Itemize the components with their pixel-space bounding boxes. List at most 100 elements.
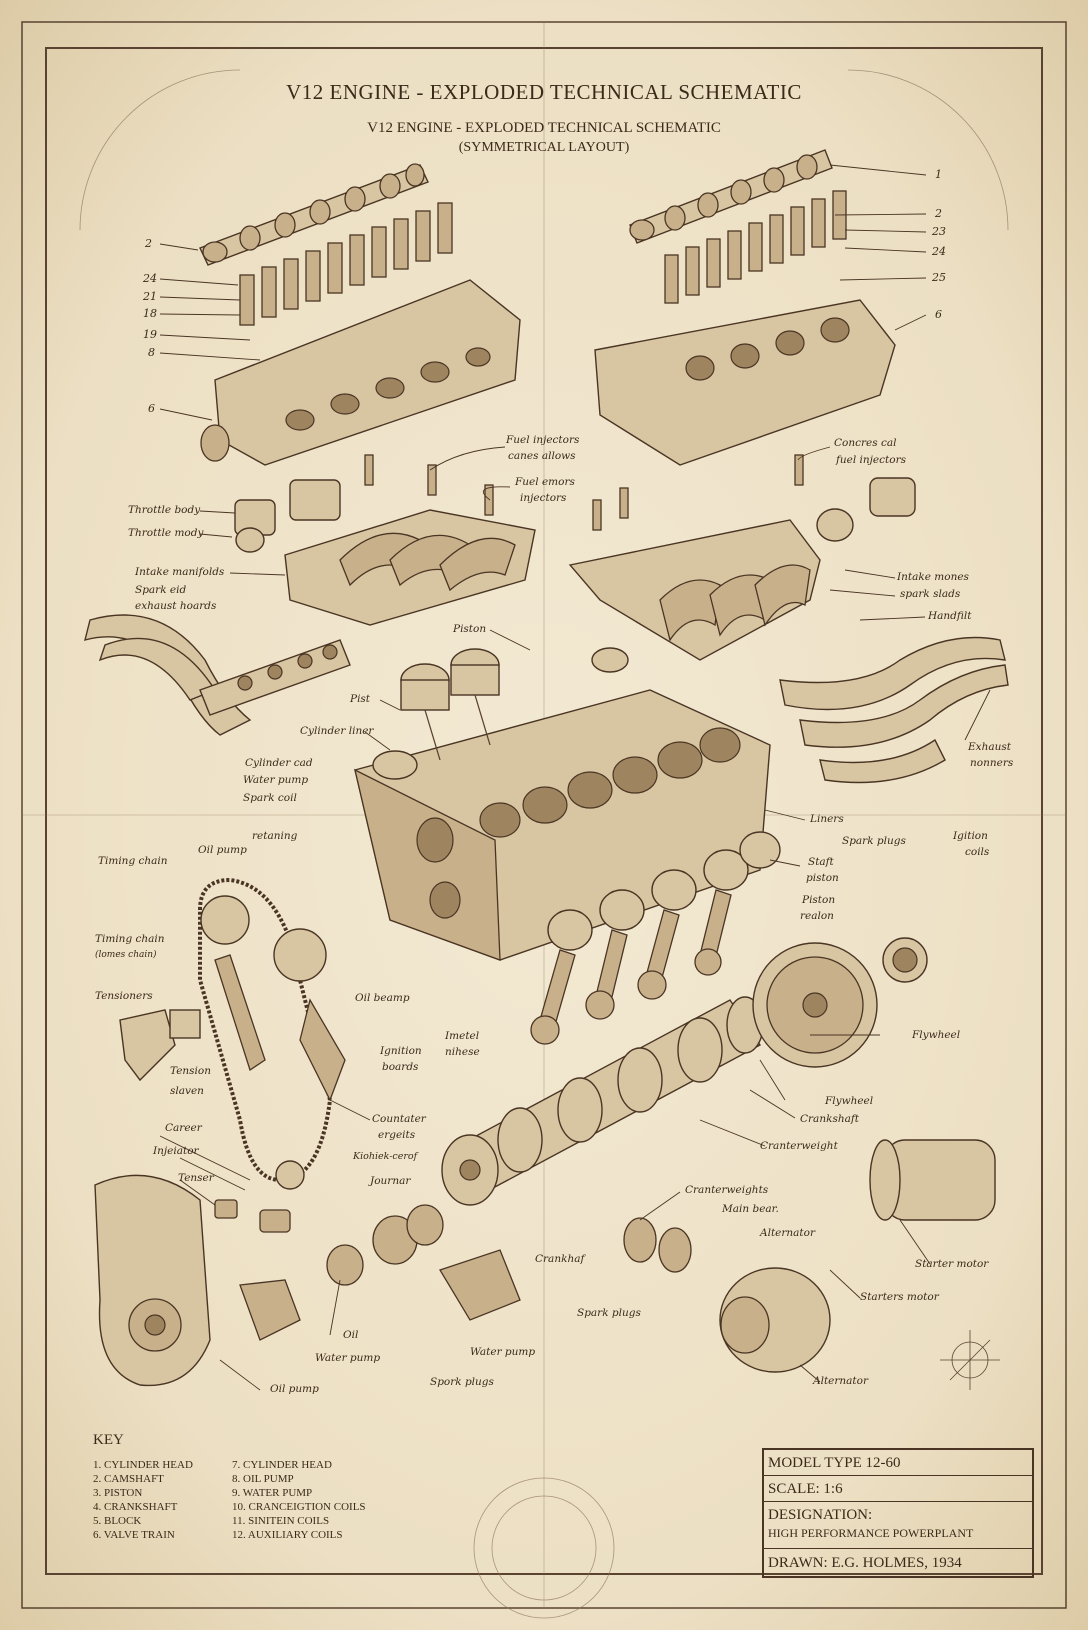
label-spark-plugs-bottom: Spark plugs bbox=[577, 1307, 641, 1319]
label-timing-chain: Timing chain bbox=[98, 855, 168, 867]
label-lomes-chain: (lomes chain) bbox=[95, 950, 157, 960]
label-water-pump: Water pump bbox=[243, 774, 309, 786]
label-crankhaf: Crankhaf bbox=[535, 1253, 585, 1265]
label-water-pump-bottom: Water pump bbox=[315, 1352, 381, 1364]
callout-number: 8 bbox=[148, 346, 155, 359]
callout-number: 6 bbox=[935, 308, 942, 321]
label-fuel-injectors: Fuel injectors bbox=[506, 434, 580, 446]
label-imetel: Imetel bbox=[445, 1030, 480, 1042]
title-block bbox=[762, 1448, 1034, 1578]
key-item: 1. CYLINDER HEAD bbox=[93, 1459, 193, 1471]
label-igition: Igition bbox=[953, 830, 988, 842]
label-cylinder-liner: Cylinder liner bbox=[300, 725, 374, 737]
label-pist: Pist bbox=[350, 693, 371, 705]
label-starters-motor: Starters motor bbox=[860, 1291, 939, 1303]
label-liners: Liners bbox=[810, 813, 844, 825]
key-title: KEY bbox=[93, 1432, 124, 1448]
label-main-bear: Main bear. bbox=[722, 1203, 779, 1215]
label-throttle-mody: Throttle mody bbox=[128, 527, 204, 539]
designation-value: HIGH PERFORMANCE POWERPLANT bbox=[768, 1526, 974, 1540]
label-retaning: retaning bbox=[252, 830, 298, 842]
key-item: 8. OIL PUMP bbox=[232, 1473, 294, 1485]
key-item: 5. BLOCK bbox=[93, 1515, 142, 1527]
label-boards: boards bbox=[382, 1061, 419, 1073]
label-flywheel: Flywheel bbox=[912, 1029, 961, 1041]
key-item: 7. CYLINDER HEAD bbox=[232, 1459, 332, 1471]
label-spork-plugs: Spork plugs bbox=[430, 1376, 494, 1388]
label-starter-motor: Starter motor bbox=[915, 1258, 989, 1270]
label-handfilt: Handfilt bbox=[928, 610, 972, 622]
callout-number: 24 bbox=[932, 245, 946, 258]
label-piston-realon: Piston bbox=[802, 894, 836, 906]
label-coils: coils bbox=[965, 846, 990, 858]
label-staft-piston: piston bbox=[806, 872, 839, 884]
label-slaven: slaven bbox=[170, 1085, 204, 1097]
callout-number: 21 bbox=[143, 290, 157, 303]
label-intake-mones: Intake mones bbox=[897, 571, 969, 583]
key-item: 4. CRANKSHAFT bbox=[93, 1501, 178, 1513]
key-item: 2. CAMSHAFT bbox=[93, 1473, 164, 1485]
callout-number: 1 bbox=[935, 168, 942, 181]
label-cranterweights: Cranterweights bbox=[685, 1184, 769, 1196]
key-item: 10. CRANCEIGTION COILS bbox=[232, 1501, 366, 1513]
label-staft: Staft bbox=[808, 856, 834, 868]
label-exhaust: Exhaust bbox=[968, 741, 1011, 753]
designation-block: DESIGNATION: HIGH PERFORMANCE POWERPLANT bbox=[762, 1502, 1034, 1548]
label-oil-beamp: Oil beamp bbox=[355, 992, 410, 1004]
callout-number: 19 bbox=[143, 328, 157, 341]
callout-number: 23 bbox=[932, 225, 946, 238]
label-oil-pump-bottom: Oil pump bbox=[270, 1383, 319, 1395]
label-crankshaft: Crankshaft bbox=[800, 1113, 859, 1125]
drawn-by: DRAWN: E.G. HOLMES, 1934 bbox=[762, 1548, 1034, 1576]
label-concres-cal: Concres cal bbox=[834, 437, 897, 449]
key-column-2: 7. CYLINDER HEAD 8. OIL PUMP 9. WATER PU… bbox=[232, 1458, 366, 1542]
label-cylinder-cad: Cylinder cad bbox=[245, 757, 313, 769]
label-oil: Oil bbox=[343, 1329, 359, 1341]
label-intake-manifolds: Intake manifolds bbox=[135, 566, 225, 578]
key-item: 6. VALVE TRAIN bbox=[93, 1529, 175, 1541]
callout-number: 2 bbox=[145, 237, 152, 250]
callout-number: 2 bbox=[935, 207, 942, 220]
label-oil-pump: Oil pump bbox=[198, 844, 247, 856]
model-type: MODEL TYPE 12-60 bbox=[762, 1450, 1034, 1476]
label-cranterweight: Cranterweight bbox=[760, 1140, 838, 1152]
designation-label: DESIGNATION: bbox=[768, 1507, 873, 1523]
label-flywheel-mid: Flywheel bbox=[825, 1095, 874, 1107]
page-title: V12 ENGINE - EXPLODED TECHNICAL SCHEMATI… bbox=[286, 80, 802, 104]
label-injeiator: Injeiator bbox=[153, 1145, 199, 1157]
label-spark-slads: spark slads bbox=[900, 588, 961, 600]
label-kiohiek-cerof: Kiohiek-cerof bbox=[353, 1151, 418, 1162]
key-item: 12. AUXILIARY COILS bbox=[232, 1529, 343, 1541]
label-ignition: Ignition bbox=[380, 1045, 422, 1057]
callout-number: 25 bbox=[932, 271, 946, 284]
label-water-pump-mid: Water pump bbox=[470, 1346, 536, 1358]
label-tensioners: Tensioners bbox=[95, 990, 153, 1002]
label-spark-coil: Spark coil bbox=[243, 792, 297, 804]
key-item: 3. PISTON bbox=[93, 1487, 143, 1499]
callout-number: 24 bbox=[143, 272, 157, 285]
label-cones-allows: canes allows bbox=[508, 450, 576, 462]
callout-number: 18 bbox=[143, 307, 157, 320]
scale: SCALE: 1:6 bbox=[762, 1476, 1034, 1502]
key-item: 11. SINITEIN COILS bbox=[232, 1515, 330, 1527]
label-piston: Piston bbox=[453, 623, 487, 635]
label-tension: Tension bbox=[170, 1065, 211, 1077]
label-injectors: injectors bbox=[520, 492, 567, 504]
label-alternator: Alternator bbox=[760, 1227, 815, 1239]
label-exhaust-hoards: exhaust hoards bbox=[135, 600, 217, 612]
label-throttle-body: Throttle body bbox=[128, 504, 201, 516]
label-spark-eid: Spark eid bbox=[135, 584, 187, 596]
callout-number: 6 bbox=[148, 402, 155, 415]
label-nihese: nihese bbox=[445, 1046, 480, 1058]
label-nonners: nonners bbox=[970, 757, 1014, 769]
label-career: Career bbox=[165, 1122, 202, 1134]
page-subtitle-layout: (SYMMETRICAL LAYOUT) bbox=[458, 140, 630, 155]
label-journar: Journar bbox=[370, 1175, 411, 1187]
label-fuel-injectors-right: fuel injectors bbox=[836, 454, 906, 466]
label-alternator-bottom: Alternator bbox=[813, 1375, 868, 1387]
label-realon: realon bbox=[800, 910, 834, 922]
label-spark-plugs: Spark plugs bbox=[842, 835, 906, 847]
label-ergeits: ergeits bbox=[378, 1129, 416, 1141]
